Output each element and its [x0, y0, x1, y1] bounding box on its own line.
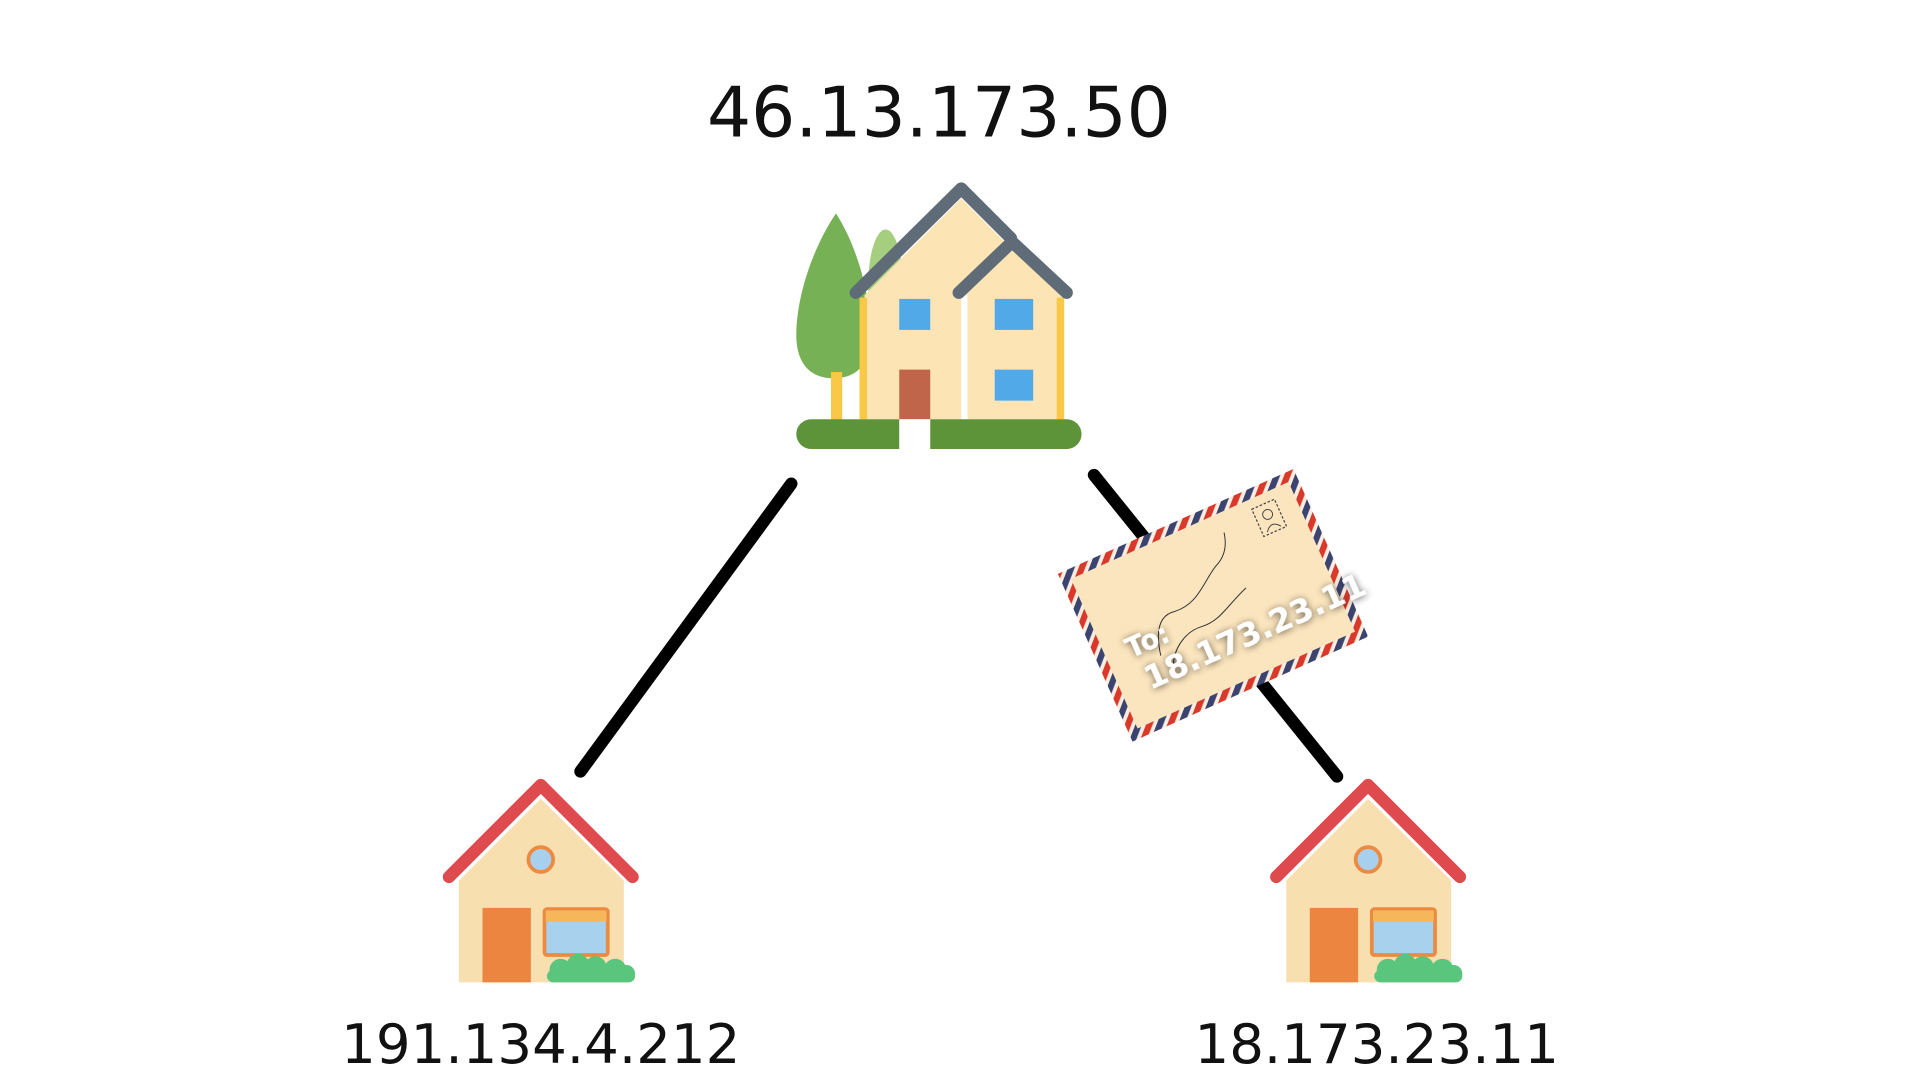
right-node-ip-label: 18.173.23.11 — [1195, 1012, 1559, 1076]
right-house-icon — [1270, 778, 1467, 983]
top-node-ip-label: 46.13.173.50 — [707, 73, 1171, 153]
left-house-icon — [442, 778, 639, 983]
envelope-icon: To: 18.173.23.11 — [1057, 468, 1372, 742]
left-node-ip-label: 191.134.4.212 — [341, 1012, 740, 1076]
link-top-left — [574, 477, 798, 778]
stamp-icon — [1250, 498, 1288, 538]
big-house-icon — [796, 182, 1082, 449]
